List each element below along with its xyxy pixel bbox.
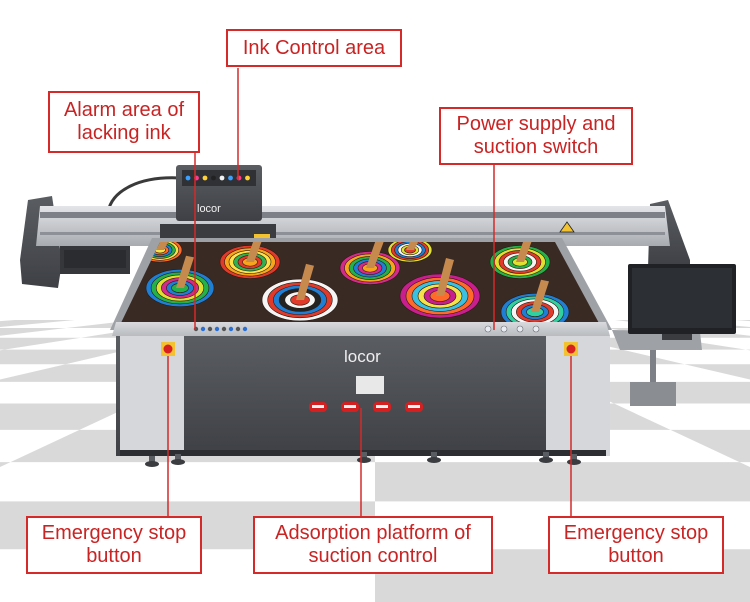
power-switch[interactable] (484, 325, 492, 333)
monitor-screen (632, 268, 732, 328)
alarm-light (221, 326, 227, 332)
front-logo: locor (344, 347, 381, 366)
callout-power-suction-line1: Power supply and (456, 113, 616, 135)
monitor-neck (662, 334, 692, 340)
callout-adsorption-line1: Adsorption platform of (275, 522, 471, 544)
tray-slot (64, 250, 126, 268)
callout-emergency-left-line2: button (86, 545, 142, 567)
alarm-light (207, 326, 213, 332)
callout-adsorption-line2: suction control (308, 545, 438, 567)
alarm-light (235, 326, 241, 332)
callout-power-suction: Power supply and suction switch (439, 107, 633, 165)
beam-rail (40, 212, 665, 218)
callout-emergency-right-line1: Emergency stop (563, 522, 709, 544)
ink-light (245, 175, 250, 181)
cable (106, 176, 181, 213)
label-plate (356, 376, 384, 394)
callout-emergency-right: Emergency stop button (548, 516, 724, 574)
power-switch[interactable] (532, 325, 540, 333)
suction-control-knobs (309, 402, 423, 412)
alarm-light (200, 326, 206, 332)
callout-power-suction-line2: suction switch (473, 136, 599, 158)
monitor-stand (650, 350, 656, 390)
ink-light (219, 175, 225, 181)
emergency-stop-left[interactable] (161, 342, 175, 356)
carriage-logo: locor (197, 203, 221, 215)
power-switch[interactable] (500, 325, 508, 333)
print-artwork (120, 242, 600, 325)
callout-adsorption: Adsorption platform of suction control (253, 516, 493, 574)
alarm-light (228, 326, 234, 332)
machine-body (116, 336, 610, 456)
ink-light (202, 175, 208, 181)
alarm-light (214, 326, 220, 332)
ink-panel (182, 170, 256, 186)
monitor-base (630, 382, 676, 406)
ink-light (211, 175, 216, 181)
callout-emergency-right-line2: button (608, 545, 664, 567)
carriage-warning-label (254, 234, 270, 240)
pointer-lines (167, 68, 572, 516)
warning-sticker (559, 221, 575, 233)
callout-ink-control: Ink Control area (226, 29, 402, 67)
callout-ink-control-line1: Ink Control area (242, 36, 386, 59)
power-switch-row (484, 325, 540, 333)
callout-emergency-left-line1: Emergency stop (41, 522, 187, 544)
ink-light (185, 175, 191, 181)
callout-emergency-left: Emergency stop button (26, 516, 202, 574)
power-switch[interactable] (516, 325, 524, 333)
emergency-stop-right[interactable] (564, 342, 578, 356)
callout-alarm-ink-line2: lacking ink (77, 122, 171, 144)
ink-light (228, 175, 233, 181)
beam-rail-lower (40, 232, 665, 235)
callout-alarm-ink: Alarm area of lacking ink (48, 91, 200, 153)
callout-alarm-ink-line1: Alarm area of (63, 99, 185, 121)
front-control-strip (112, 322, 610, 336)
alarm-light (242, 326, 248, 332)
